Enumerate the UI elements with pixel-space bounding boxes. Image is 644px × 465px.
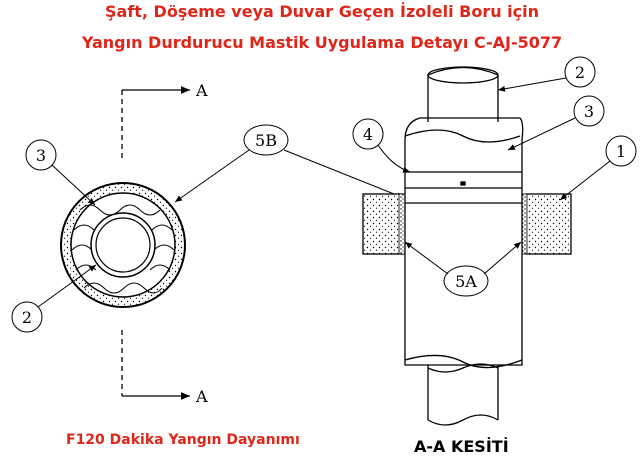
callout-sec-insulation: [573, 95, 605, 127]
section-mark-top: A: [195, 81, 208, 100]
callout-sec-band-label: 4: [363, 125, 373, 144]
callout-plan-pipe: [11, 301, 43, 333]
plan-view: [60, 86, 190, 400]
callout-sec-pipe-label: 2: [575, 63, 585, 82]
callout-sec-insulation-label: 3: [584, 102, 594, 121]
callout-plan-insulation-label: 3: [36, 146, 46, 165]
section-mark-bottom: A: [195, 387, 208, 406]
section-title: A-A KESİTİ: [414, 437, 509, 456]
pipe-inner: [95, 217, 151, 273]
section-line-bottom: [121, 330, 190, 400]
pipe-top: [427, 75, 499, 122]
pipe-bottom: [427, 365, 499, 420]
wall-left: [362, 193, 404, 255]
callout-plan-insulation: [25, 139, 57, 171]
title-line-2: Yangın Durdurucu Mastik Uygulama Detayı …: [81, 33, 563, 52]
fire-rating-label: F120 Dakika Yangın Dayanımı: [66, 432, 300, 448]
callout-5b: [243, 124, 289, 156]
callout-plan-pipe-label: 2: [22, 308, 32, 327]
section-view: [362, 66, 572, 426]
insulation-fibres: [71, 204, 175, 294]
callout-5b-label: 5B: [255, 131, 277, 150]
callout-sec-wall: [605, 135, 637, 167]
callout-sec-band: [352, 118, 384, 150]
callout-5a: [443, 265, 489, 297]
section-line-top: [121, 86, 190, 160]
wall-right: [525, 193, 572, 255]
title-line-1: Şaft, Döşeme veya Duvar Geçen İzoleli Bo…: [104, 2, 540, 21]
callout-sec-pipe: [564, 56, 596, 88]
insulation-body: [404, 117, 524, 366]
callout-5a-label: 5A: [455, 272, 477, 291]
callout-sec-wall-label: 1: [616, 142, 626, 161]
insulation-top-break: [404, 129, 521, 143]
